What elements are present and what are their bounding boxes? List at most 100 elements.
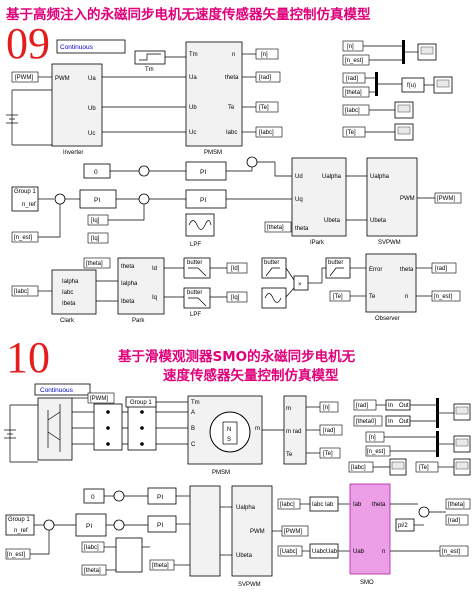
svg-text:Ubeta: Ubeta <box>370 218 387 224</box>
svg-text:theta: theta <box>295 226 309 232</box>
sine-wave-block[interactable] <box>261 287 287 309</box>
svg-text:butter: butter <box>264 260 279 266</box>
igbt-icon <box>47 404 61 452</box>
ipark-block[interactable] <box>291 157 347 237</box>
svpwm-block[interactable] <box>366 157 418 237</box>
svg-text:[theta]: [theta] <box>448 502 465 508</box>
svpwm-label-2: SVPWM <box>238 582 261 588</box>
svg-text:theta: theta <box>372 502 386 508</box>
tag-nest-goto-2[interactable] <box>439 545 469 557</box>
tag-iq-from-2[interactable] <box>87 232 109 244</box>
clark-block[interactable] <box>51 269 97 315</box>
pmsm-label-2: PMSM <box>212 470 230 476</box>
sum-theta <box>418 506 430 518</box>
tag-te-goto-2[interactable] <box>319 447 341 459</box>
mux-bar <box>402 40 405 64</box>
svg-text:Te: Te <box>228 105 235 111</box>
pmsm-label: PMSM <box>204 150 222 156</box>
svg-text:Uc: Uc <box>88 131 95 137</box>
tag-n-goto-2[interactable] <box>319 401 339 413</box>
svg-text:[Te]: [Te] <box>259 105 269 111</box>
svg-text:N: N <box>227 427 231 433</box>
svg-text:0: 0 <box>91 494 95 501</box>
svpwm-block-2[interactable] <box>231 485 273 577</box>
pmsm-block[interactable] <box>185 41 243 147</box>
svg-text:[n_est]: [n_est] <box>367 449 385 455</box>
tag-te-goto[interactable] <box>255 101 279 113</box>
svg-text:[rad]: [rad] <box>448 518 460 524</box>
tag-rad-goto-4[interactable] <box>445 514 469 526</box>
svg-text:Iab: Iab <box>353 502 362 508</box>
smo-block[interactable] <box>349 483 391 575</box>
svg-text:[rad]: [rad] <box>346 76 358 82</box>
tm-step-block[interactable] <box>134 50 166 65</box>
tag-rad-goto-2[interactable] <box>431 262 457 274</box>
svg-text:Ialpha: Ialpha <box>121 281 138 287</box>
svg-text:0: 0 <box>94 169 98 176</box>
svg-text:theta: theta <box>400 267 414 273</box>
tag-iq-goto[interactable] <box>226 291 248 303</box>
svg-text:[n]: [n] <box>261 52 268 58</box>
svg-text:PWM: PWM <box>250 529 265 535</box>
sum-iq-2 <box>113 519 125 531</box>
tag-n-goto[interactable] <box>255 48 279 60</box>
svg-text:[n_est]: [n_est] <box>7 552 25 558</box>
svg-text:[PWM]: [PWM] <box>15 75 33 81</box>
continuous-block-2[interactable] <box>34 383 91 396</box>
tag-nest-goto[interactable] <box>431 290 461 302</box>
svg-text:n_ref: n_ref <box>22 202 36 208</box>
svg-text:Ud: Ud <box>295 174 303 180</box>
title-section-10-line2: 速度传感器矢量控制仿真模型 <box>163 368 339 384</box>
svg-text:PWM: PWM <box>55 76 70 82</box>
tag-rad-goto-3[interactable] <box>319 424 343 436</box>
tag-theta-from-2[interactable] <box>264 221 292 233</box>
tag-rad-goto[interactable] <box>255 71 281 83</box>
svg-text:Te: Te <box>369 294 376 300</box>
svg-text:In: In <box>388 403 393 409</box>
svg-text:f(u): f(u) <box>407 83 416 89</box>
sum-speed-2 <box>43 519 55 531</box>
continuous-block[interactable] <box>56 39 126 54</box>
svg-text:Group 1: Group 1 <box>8 517 30 523</box>
sum-id <box>138 165 150 177</box>
svg-text:C: C <box>191 442 196 448</box>
tag-pwm-goto-2[interactable] <box>281 525 309 537</box>
svg-text:PWM: PWM <box>400 196 415 202</box>
svg-text:UabcUab: UabcUab <box>312 549 338 555</box>
tag-id-goto[interactable] <box>226 262 248 274</box>
svg-text:[Te]: [Te] <box>346 130 356 136</box>
svg-text:[n_est]: [n_est] <box>442 549 460 555</box>
tag-pwm-goto[interactable] <box>434 192 462 204</box>
tag-theta-goto[interactable] <box>445 498 471 510</box>
tag-iabc-goto[interactable] <box>255 126 283 138</box>
svg-text:[theta]: [theta] <box>267 225 284 231</box>
inverter-block-2[interactable] <box>37 397 73 461</box>
svg-text:PI: PI <box>157 522 163 529</box>
svg-text:In: In <box>388 419 393 425</box>
sum-hf-injection <box>246 156 258 168</box>
svg-text:butter: butter <box>187 260 202 266</box>
svg-text:[Iabc]: [Iabc] <box>14 289 29 295</box>
park-block[interactable] <box>117 257 165 315</box>
svg-text:Iabc Iab: Iabc Iab <box>312 502 334 508</box>
inverter-block[interactable] <box>51 63 103 147</box>
continuous-label: Continuous <box>60 44 94 51</box>
svg-text:Id: Id <box>152 266 157 272</box>
abc-dq-transform[interactable] <box>115 537 143 573</box>
svg-text:×: × <box>298 282 302 288</box>
tag-theta-from-3[interactable] <box>83 257 111 269</box>
svg-text:[Te]: [Te] <box>323 451 333 457</box>
svg-text:PI: PI <box>200 197 206 204</box>
observer-block[interactable] <box>365 253 417 313</box>
title-section-09: 基于高频注入的永磁同步电机无速度传感器矢量控制仿真模型 <box>6 7 371 23</box>
lpf-sine-block[interactable] <box>185 213 215 237</box>
section-10-diagram: Continuous [PWM] Group 1 <box>4 383 471 588</box>
tag-theta0-from[interactable] <box>353 415 383 427</box>
svg-text:Ub: Ub <box>88 106 96 112</box>
svg-text:[Iabc]: [Iabc] <box>345 108 360 114</box>
ipark-block-2[interactable] <box>189 485 221 577</box>
svg-text:n: n <box>382 549 385 555</box>
svg-text:[n]: [n] <box>323 405 330 411</box>
svg-text:Tm: Tm <box>189 52 198 58</box>
svg-text:[PWM]: [PWM] <box>284 529 302 535</box>
